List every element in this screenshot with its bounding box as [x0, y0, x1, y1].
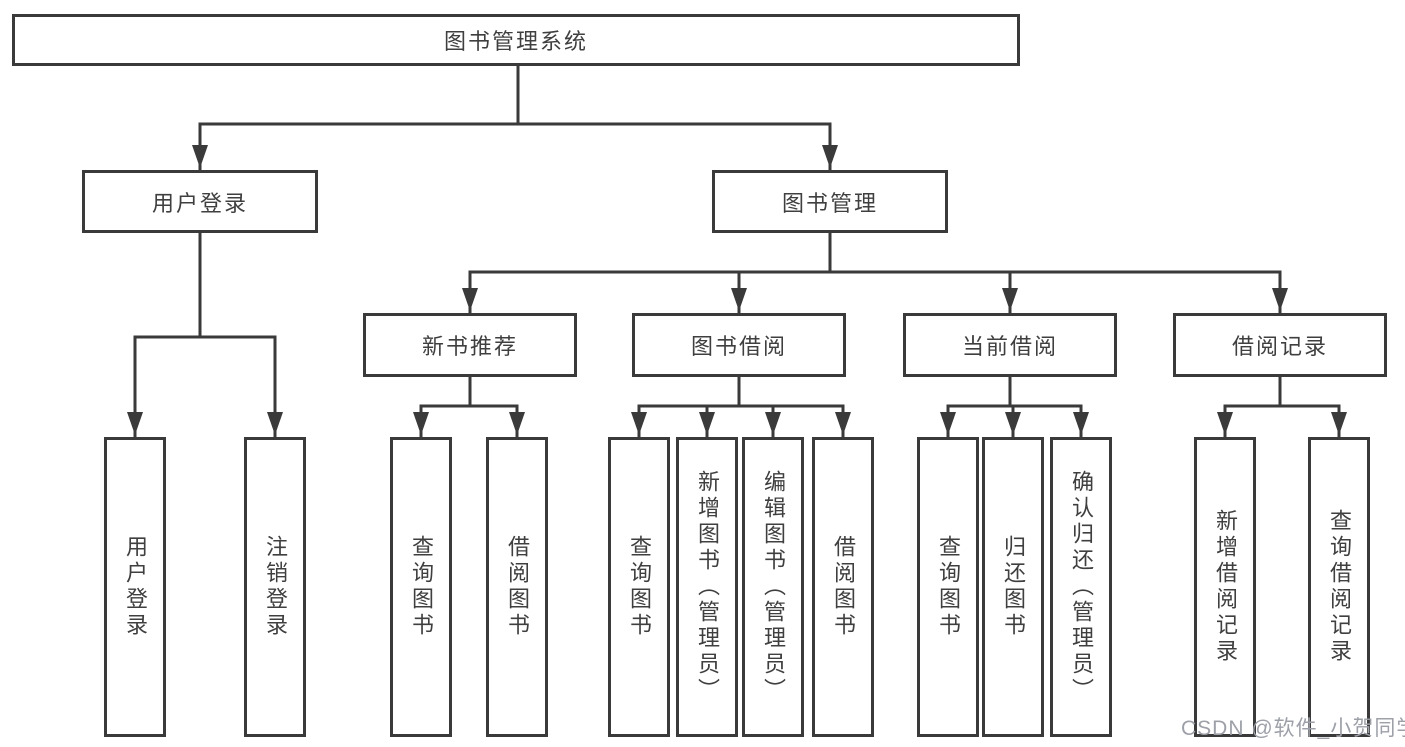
node-return-book: 归还图书: [982, 437, 1044, 737]
node-label: 编辑图书（管理员）: [761, 470, 786, 704]
node-new-book-recommend: 新书推荐: [363, 313, 577, 377]
csdn-watermark: CSDN @软件_小贺同学: [1181, 717, 1405, 740]
connector-root-to-level2: [192, 66, 838, 170]
node-query-books-recommend: 查询图书: [390, 437, 452, 737]
node-borrow-books-recommend: 借阅图书: [486, 437, 548, 737]
node-label: 借阅图书: [831, 535, 856, 639]
node-label: 借阅图书: [505, 535, 530, 639]
node-book-management: 图书管理: [712, 170, 948, 233]
node-borrowing-records: 借阅记录: [1173, 313, 1387, 377]
node-book-borrowing: 图书借阅: [632, 313, 846, 377]
node-label: 新增图书（管理员）: [695, 470, 720, 704]
node-label: 查询图书: [409, 535, 434, 639]
node-user-login: 用户登录: [82, 170, 318, 233]
node-confirm-return-admin: 确认归还（管理员）: [1050, 437, 1112, 737]
node-add-borrow-record: 新增借阅记录: [1194, 437, 1256, 737]
node-label: 查询图书: [936, 535, 961, 639]
node-label: 新增借阅记录: [1213, 509, 1238, 665]
connector-user-login-children: [127, 233, 283, 437]
node-logout: 注销登录: [244, 437, 306, 737]
node-label: 归还图书: [1001, 535, 1026, 639]
node-user-login-leaf: 用户登录: [104, 437, 166, 737]
node-add-book-admin: 新增图书（管理员）: [676, 437, 738, 737]
node-label: 查询借阅记录: [1327, 509, 1352, 665]
node-root-system: 图书管理系统: [12, 14, 1020, 66]
connector-new-book-recommend-children: [413, 377, 525, 437]
node-borrow-books-leaf: 借阅图书: [812, 437, 874, 737]
connector-current-borrowing-children: [940, 377, 1089, 437]
node-label: 确认归还（管理员）: [1069, 470, 1094, 704]
node-query-books-current: 查询图书: [917, 437, 979, 737]
node-label: 查询图书: [627, 535, 652, 639]
node-edit-book-admin: 编辑图书（管理员）: [742, 437, 804, 737]
node-current-borrowing: 当前借阅: [903, 313, 1117, 377]
node-query-books-borrow: 查询图书: [608, 437, 670, 737]
connector-borrowing-records-children: [1217, 377, 1347, 437]
node-label: 注销登录: [263, 535, 288, 639]
node-query-borrow-record: 查询借阅记录: [1308, 437, 1370, 737]
connector-book-management-children: [462, 233, 1288, 313]
node-label: 用户登录: [123, 535, 148, 639]
connector-book-borrowing-children: [631, 377, 851, 437]
